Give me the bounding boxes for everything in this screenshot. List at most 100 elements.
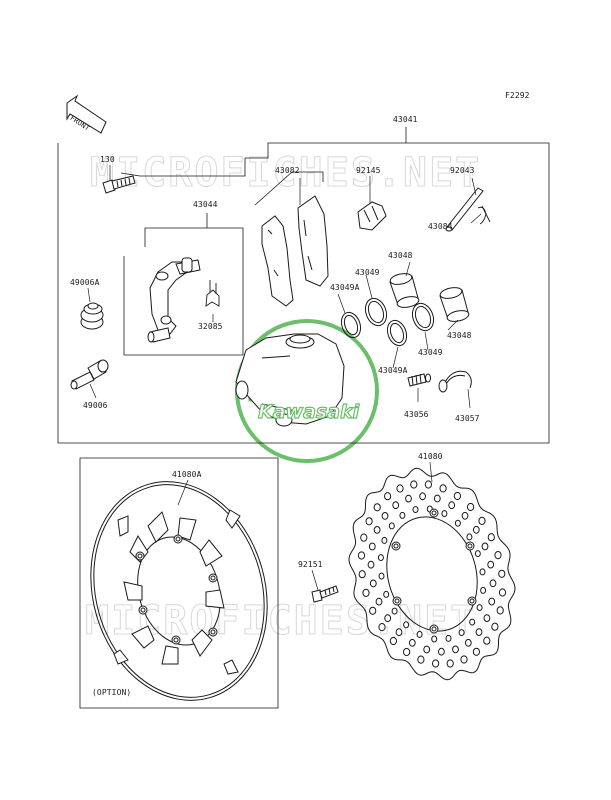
drill-hole [489,579,497,588]
label-92043[interactable]: 92043 [450,166,475,175]
drill-hole [424,480,432,489]
label-49006[interactable]: 49006 [83,401,108,410]
drill-hole [487,560,495,569]
label-32085[interactable]: 32085 [198,322,223,331]
drill-hole [494,551,502,560]
leader-lines [87,165,482,591]
drill-hole [367,560,375,569]
drill-hole [453,491,461,501]
bracket-43044 [147,257,201,343]
piston-43048-b [439,287,470,322]
label-43048-top[interactable]: 43048 [388,251,413,260]
drill-hole [381,536,388,544]
kawasaki-logo-text: Kawasaki [257,400,360,423]
drill-hole [419,492,427,501]
assembly-frame [57,127,550,444]
drill-hole [498,588,507,597]
label-92151[interactable]: 92151 [298,560,323,569]
drill-hole [423,645,431,654]
spring-92145 [357,201,387,231]
drill-hole [378,572,385,580]
boot-49006A [80,302,104,330]
drill-hole [439,484,447,493]
label-43044[interactable]: 43044 [193,200,218,209]
drill-hole [369,606,377,615]
drill-hole [368,542,376,551]
drill-hole [381,512,389,520]
drill-hole [474,550,481,558]
label-43049-bottom[interactable]: 43049 [418,348,443,357]
label-130[interactable]: 130 [100,155,115,164]
disc-41080 [348,467,516,681]
drill-hole [483,636,491,645]
drill-hole [454,519,461,527]
bolt-130 [102,175,136,194]
label-43049A-bottom[interactable]: 43049A [378,366,408,375]
drill-hole [446,659,454,668]
label-43056[interactable]: 43056 [404,410,429,419]
label-92145[interactable]: 92145 [356,166,381,175]
caliper-body [235,333,345,427]
drill-hole [358,570,366,579]
drill-hole [378,623,386,632]
drill-hole [467,502,475,512]
drill-hole [488,597,496,606]
drill-hole [475,628,483,636]
bolt-92151 [311,585,339,603]
pad-frame [254,171,324,206]
drill-hole [412,506,419,514]
drill-hole [460,655,468,664]
drill-hole [452,645,459,654]
cap-43057 [438,370,472,393]
drill-hole [469,618,476,626]
drill-hole [480,586,487,594]
drill-hole [399,511,406,519]
drill-hole [362,588,370,598]
drill-hole [464,638,472,647]
drill-hole [369,579,377,588]
front-arrow-icon [66,94,107,134]
label-43082[interactable]: 43082 [275,166,300,175]
drill-hole [395,628,403,637]
drill-hole [479,568,486,576]
drill-hole [466,533,473,541]
drill-hole [373,503,381,512]
drill-hole [391,607,398,615]
drill-hole [448,501,456,510]
label-41080A[interactable]: 41080A [172,470,202,479]
drill-hole [357,551,366,560]
label-41080[interactable]: 41080 [418,452,443,461]
label-43049-top[interactable]: 43049 [355,268,380,277]
label-43084[interactable]: 43084 [428,222,453,231]
drill-hole [403,621,410,629]
label-43049A-top[interactable]: 43049A [330,283,360,292]
drill-hole [383,590,390,598]
label-43057[interactable]: 43057 [455,414,480,423]
option-note: (OPTION) [92,688,132,697]
drill-hole [478,516,486,526]
drill-hole [377,554,384,562]
drill-hole [441,510,448,518]
drill-hole [403,647,411,657]
watermark-top: MICROFICHES.NET [89,150,482,197]
seals [340,297,435,347]
label-49006A[interactable]: 49006A [70,278,100,287]
label-43048-bottom[interactable]: 43048 [447,331,472,340]
drill-hole [388,522,395,530]
drill-hole [392,501,400,510]
drill-hole [431,635,438,643]
drill-hole [396,484,404,493]
drill-hole [384,492,392,501]
drill-hole [498,569,506,578]
pin-49006 [70,359,109,390]
drill-hole [408,638,416,647]
drill-hole [472,647,480,656]
drill-hole [373,526,381,534]
drill-hole [496,606,504,615]
drill-hole [360,533,368,542]
drill-hole [405,494,412,503]
label-43041[interactable]: 43041 [393,115,418,124]
pin-92043 [445,187,484,232]
clip-32085 [205,280,220,307]
